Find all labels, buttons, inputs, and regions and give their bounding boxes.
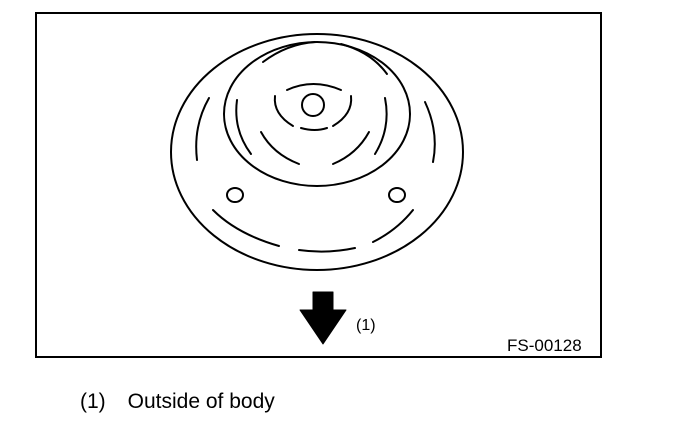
contour-arc [298,247,356,253]
inner-ring [223,41,411,187]
contour-arc [424,101,436,163]
outer-plate [170,33,464,271]
contour-arc [374,97,388,155]
contour-arc [300,127,328,131]
contour-arc [273,95,294,127]
contour-arc [286,83,342,91]
figure-frame: (1) FS-00128 [35,12,602,358]
contour-arc [340,43,388,75]
figure-code: FS-00128 [507,336,582,355]
down-arrow-icon [299,291,347,345]
contour-arc [235,99,252,155]
contour-arc [372,209,414,243]
legend-item: (1) Outside of body [80,389,275,415]
contour-arc [332,131,370,165]
contour-arc [262,41,316,63]
bolt-hole-left [226,187,244,203]
callout-label: (1) [356,317,376,334]
bolt-hole-right [388,187,406,203]
contour-arc [332,95,353,127]
center-hole [301,93,325,117]
legend-number: (1) [80,390,106,413]
contour-arc [212,209,280,247]
legend-text: Outside of body [127,390,275,413]
contour-arc [195,97,210,161]
contour-arc [260,131,300,165]
strut-mount-illustration [170,33,464,345]
